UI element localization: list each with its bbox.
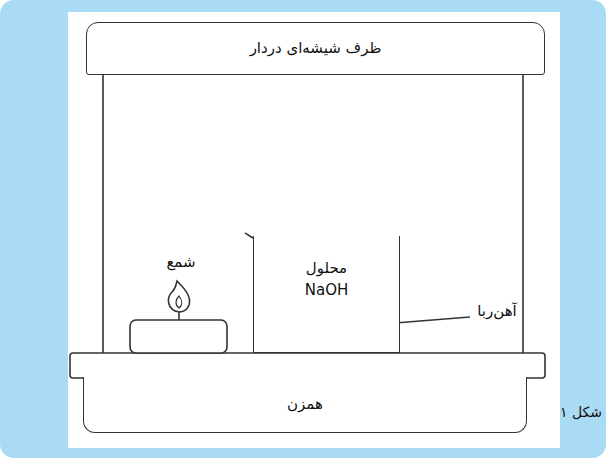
jar-lid: ظرف شیشه‌ای دردار	[86, 22, 545, 75]
beaker-spout	[245, 233, 253, 238]
candle-body	[130, 320, 227, 353]
node-text: ظرف شیشه‌ای دردار	[250, 38, 382, 60]
node-text: محلول NaOH	[292, 258, 362, 302]
part-label: آهن‌ربا	[477, 302, 517, 320]
figure-caption: شکل ۱	[560, 404, 602, 420]
flame-core	[176, 296, 182, 308]
candle-flame	[168, 281, 189, 312]
stirrer-base: همزن	[83, 377, 527, 433]
figure-panel	[68, 12, 560, 448]
stirrer-plate	[70, 353, 545, 378]
node-text: همزن	[287, 394, 323, 416]
part-label: شمع	[166, 253, 195, 271]
beaker: محلول NaOH	[253, 236, 400, 353]
candle-wick	[178, 312, 180, 320]
jar-wall	[103, 75, 523, 354]
